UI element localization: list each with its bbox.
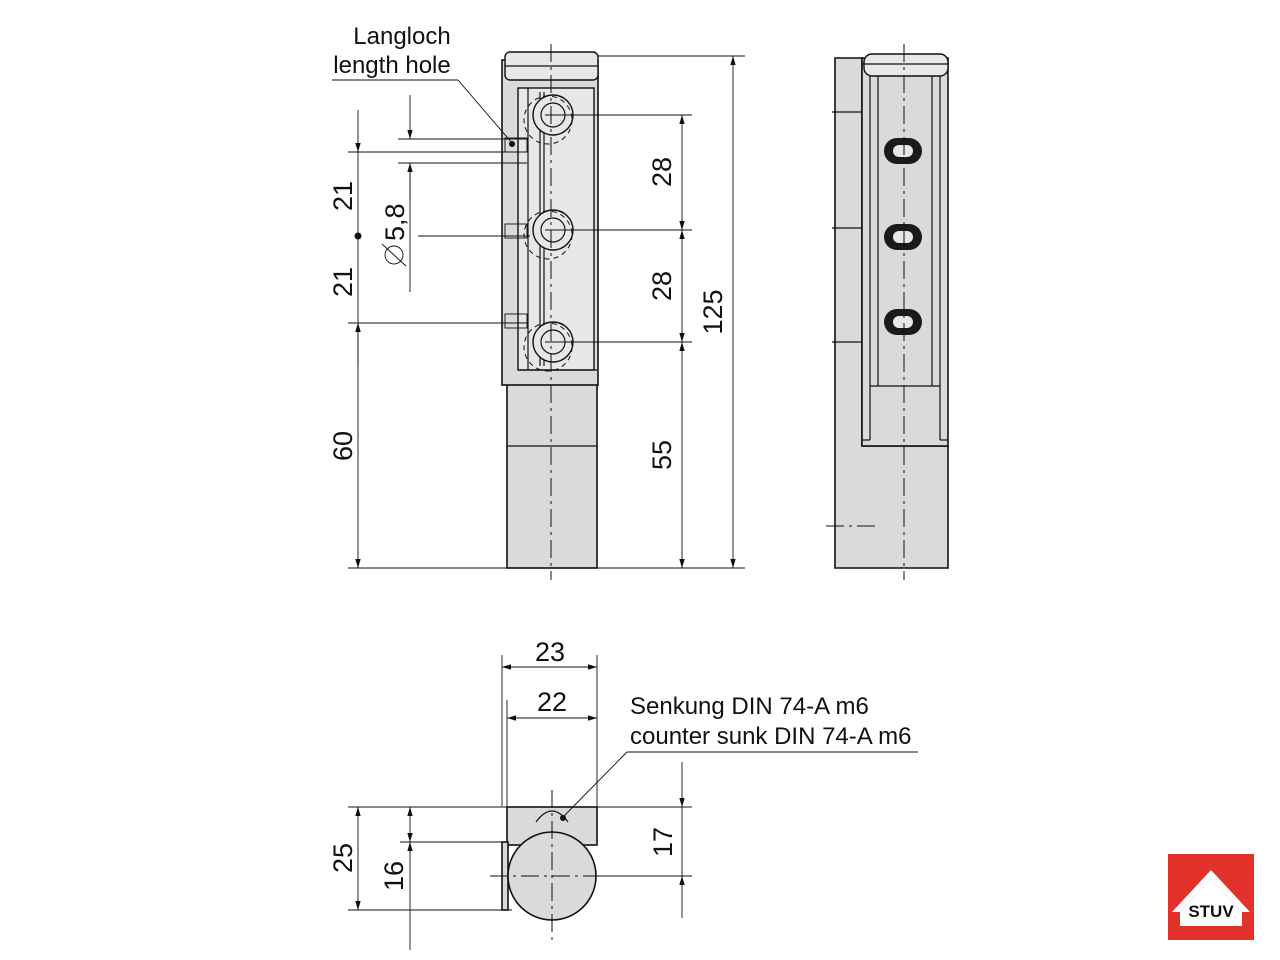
label-langloch: Langloch — [353, 23, 450, 50]
label-counter-sunk: counter sunk DIN 74-A m6 — [630, 723, 911, 750]
front-view — [501, 44, 599, 580]
dim-diameter-5-8: 5,8 — [380, 203, 410, 267]
dim-23: 23 — [535, 637, 565, 667]
dim-21-upper: 21 — [328, 181, 358, 211]
label-length-hole: length hole — [333, 52, 450, 79]
dim-125: 125 — [698, 289, 728, 334]
logo-text: STUV — [1188, 902, 1234, 921]
dim-22: 22 — [537, 687, 567, 717]
dim-16: 16 — [379, 861, 409, 891]
front-view-dimensions: 125 28 28 55 21 21 60 5,8 Langloch lengt… — [328, 23, 745, 569]
side-view — [826, 44, 949, 580]
stuv-logo: STUV — [1168, 854, 1254, 940]
dim-25: 25 — [328, 843, 358, 873]
slot-hole-bottom — [884, 309, 922, 335]
slot-hole-top — [884, 138, 922, 164]
dim-28-lower: 28 — [647, 271, 677, 301]
dim-55: 55 — [647, 440, 677, 470]
label-senkung: Senkung DIN 74-A m6 — [630, 693, 869, 720]
top-view-dimensions: 23 22 25 16 17 Senkung DIN 74-A m6 count… — [328, 637, 918, 950]
dim-17: 17 — [648, 827, 678, 857]
svg-text:5,8: 5,8 — [380, 203, 410, 241]
dim-21-lower: 21 — [328, 267, 358, 297]
dim-60: 60 — [328, 431, 358, 461]
slot-hole-middle — [884, 224, 922, 250]
top-view — [490, 790, 612, 940]
dim-28-upper: 28 — [647, 157, 677, 187]
